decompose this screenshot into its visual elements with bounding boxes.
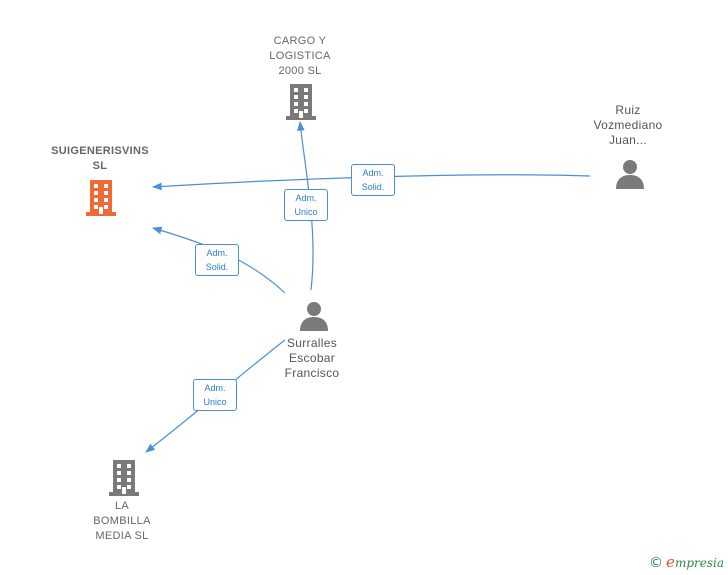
brand-initial: e bbox=[666, 553, 675, 571]
node-label-ruiz[interactable]: Ruiz Vozmediano Juan... bbox=[593, 103, 663, 147]
copyright-icon: © bbox=[649, 555, 664, 571]
building-icon[interactable] bbox=[285, 84, 317, 120]
person-icon[interactable] bbox=[298, 300, 330, 332]
node-label-cargo[interactable]: CARGO Y LOGISTICA 2000 SL bbox=[269, 35, 331, 77]
edge-label-ruiz-suigenerisvins[interactable]: Adm. Solid. bbox=[351, 164, 395, 196]
empresia-brand[interactable]: ©empresia bbox=[649, 553, 724, 571]
building-icon-highlighted[interactable] bbox=[85, 180, 117, 216]
edge-label-surralles-cargo[interactable]: Adm. Unico bbox=[284, 189, 328, 221]
person-icon[interactable] bbox=[614, 158, 646, 190]
node-label-suigenerisvins[interactable]: SUIGENERISVINS SL bbox=[51, 145, 149, 172]
node-label-surralles[interactable]: Surralles Escobar Francisco bbox=[284, 336, 340, 380]
edge-label-surralles-suigenerisvins[interactable]: Adm. Solid. bbox=[195, 244, 239, 276]
brand-name: mpresia bbox=[674, 556, 724, 570]
node-label-bombilla[interactable]: LA BOMBILLA MEDIA SL bbox=[93, 500, 151, 542]
edge-label-surralles-bombilla[interactable]: Adm. Unico bbox=[193, 379, 237, 411]
building-icon[interactable] bbox=[108, 460, 140, 496]
